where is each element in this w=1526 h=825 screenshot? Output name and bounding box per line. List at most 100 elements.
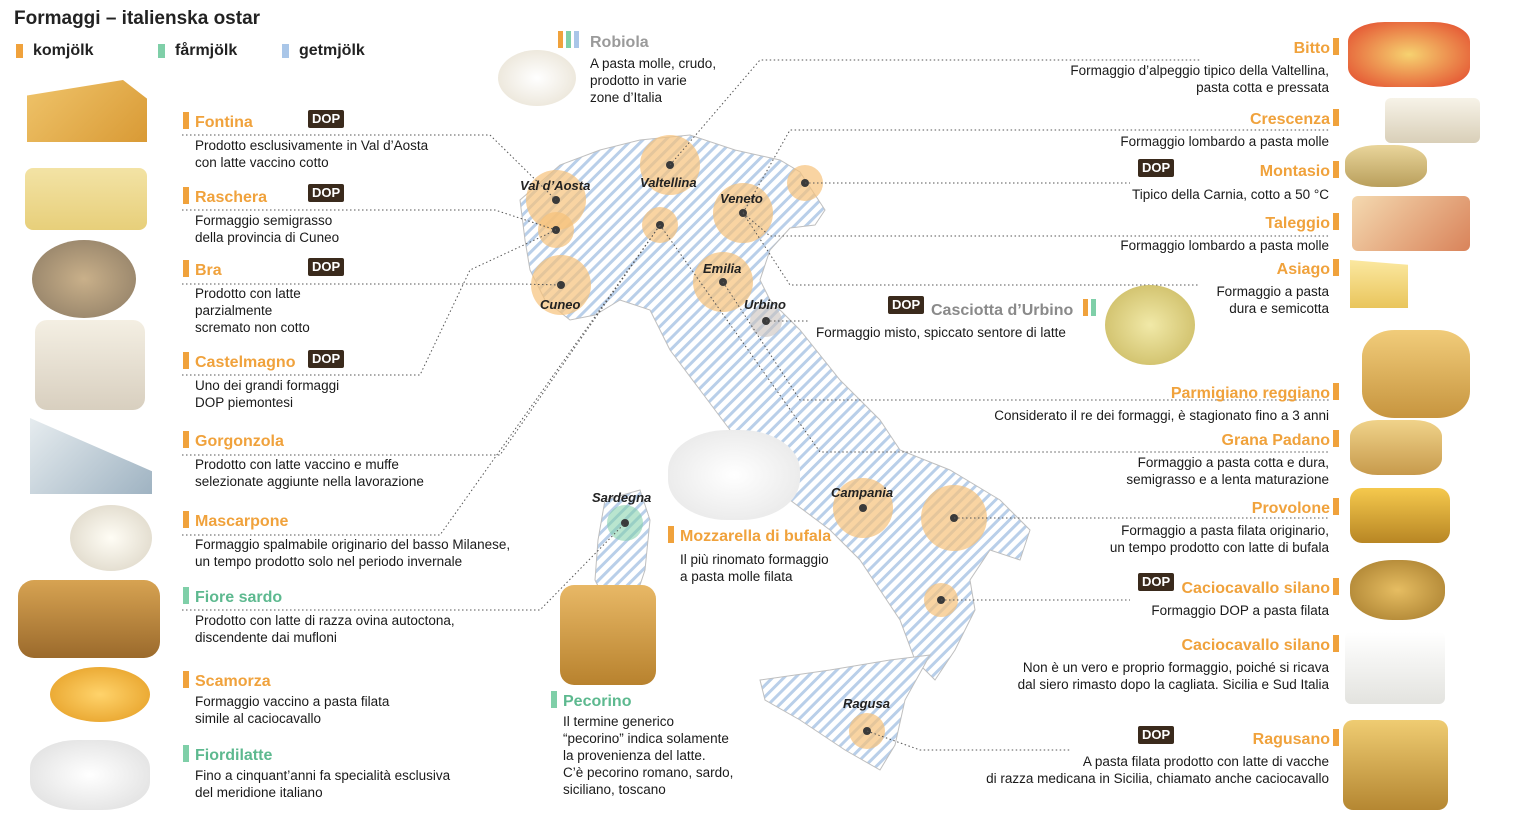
sicily bbox=[759, 654, 931, 771]
ricotta-image bbox=[1345, 632, 1445, 704]
dop-badge: DOP bbox=[308, 184, 345, 202]
sheep-milk-swatch bbox=[158, 44, 165, 58]
cheese-desc-mascarpone: Formaggio spalmabile originario del bass… bbox=[195, 537, 511, 569]
cheese-name-taleggio: Taleggio bbox=[1265, 215, 1330, 232]
mozzarella-image bbox=[668, 430, 800, 520]
cheese-name-fiore-sardo: Fiore sardo bbox=[195, 589, 283, 606]
sheep-milk-marker bbox=[183, 587, 189, 604]
raschera-image bbox=[25, 168, 147, 230]
region-label-valtellina: Valtellina bbox=[640, 175, 697, 190]
cheese-name-raschera: Raschera bbox=[195, 189, 268, 206]
cheese-name-gorgonzola: Gorgonzola bbox=[195, 433, 284, 450]
cow-milk-marker bbox=[183, 511, 189, 528]
cow-milk-marker bbox=[1333, 498, 1339, 515]
cheese-name-casciotta: Casciotta d’Urbino bbox=[931, 302, 1074, 319]
cow-milk-marker bbox=[558, 31, 563, 48]
cheese-name-fontina: Fontina bbox=[195, 114, 253, 131]
cheese-name-asiago: Asiago bbox=[1276, 261, 1330, 278]
cheese-desc-provolone: Formaggio a pasta filata originario,un t… bbox=[1109, 523, 1329, 555]
region-label-valdaosta: Val d’Aosta bbox=[520, 178, 591, 193]
cow-milk-swatch bbox=[16, 44, 23, 58]
region-label-urbino: Urbino bbox=[744, 297, 786, 312]
cheese-name-caciocavallo-2: Caciocavallo silano bbox=[1181, 637, 1330, 654]
asiago-image bbox=[1350, 260, 1408, 308]
cheese-name-bitto: Bitto bbox=[1293, 40, 1330, 57]
cow-milk-marker bbox=[1333, 635, 1339, 652]
cow-milk-marker bbox=[1333, 578, 1339, 595]
castelmagno-image bbox=[35, 320, 145, 410]
cheese-name-caciocavallo: Caciocavallo silano bbox=[1181, 580, 1330, 597]
page-title: Formaggi – italienska ostar bbox=[14, 8, 261, 29]
legend-label: komjölk bbox=[33, 42, 94, 59]
cow-milk-marker bbox=[183, 187, 189, 204]
cheese-name-mozzarella: Mozzarella di bufala bbox=[680, 528, 832, 545]
region-label-emilia: Emilia bbox=[703, 261, 742, 276]
cheese-name-parmigiano: Parmigiano reggiano bbox=[1170, 385, 1330, 402]
cheese-desc-parmigiano: Considerato il re dei formaggi, è stagio… bbox=[994, 408, 1329, 423]
sheep-milk-marker bbox=[551, 691, 557, 708]
sheep-milk-marker bbox=[566, 31, 571, 48]
cow-milk-marker bbox=[1333, 729, 1339, 746]
dop-badge: DOP bbox=[308, 258, 345, 276]
cheese-name-grana-padano: Grana Padano bbox=[1221, 432, 1330, 449]
cow-milk-marker bbox=[183, 112, 189, 129]
cow-milk-marker bbox=[1333, 38, 1339, 55]
montasio-image bbox=[1345, 145, 1427, 187]
legend-goat: getmjölk bbox=[282, 42, 365, 60]
cheese-name-crescenza: Crescenza bbox=[1249, 111, 1330, 128]
cow-milk-marker bbox=[183, 671, 189, 688]
cow-milk-marker bbox=[1333, 383, 1339, 400]
sheep-milk-marker bbox=[1091, 299, 1096, 316]
bra-image bbox=[32, 240, 136, 318]
cow-milk-marker bbox=[1333, 213, 1339, 230]
goat-milk-swatch bbox=[282, 44, 289, 58]
dop-badge: DOP bbox=[1138, 726, 1175, 744]
cheese-name-fiordilatte: Fiordilatte bbox=[195, 747, 273, 764]
fiore-sardo-image bbox=[18, 580, 160, 658]
cow-milk-marker bbox=[1333, 109, 1339, 126]
cheese-desc-ragusano: A pasta filata prodotto con latte di vac… bbox=[986, 754, 1329, 786]
cheese-name-scamorza: Scamorza bbox=[195, 673, 271, 690]
cheese-name-montasio: Montasio bbox=[1259, 163, 1330, 180]
region-label-cuneo: Cuneo bbox=[540, 297, 581, 312]
cheese-desc-crescenza: Formaggio lombardo a pasta molle bbox=[1120, 134, 1329, 149]
caciocavallo-image bbox=[1350, 560, 1445, 620]
cheese-desc-taleggio: Formaggio lombardo a pasta molle bbox=[1120, 238, 1329, 253]
cow-milk-marker bbox=[183, 352, 189, 369]
region-label-veneto: Veneto bbox=[720, 191, 763, 206]
cheese-desc-pecorino: Il termine generico“pecorino” indica sol… bbox=[563, 714, 734, 797]
fiordilatte-image bbox=[30, 740, 150, 810]
legend-sheep: fårmjölk bbox=[158, 42, 237, 60]
casciotta-image bbox=[1105, 285, 1195, 365]
dop-badge: DOP bbox=[308, 350, 345, 368]
cow-milk-marker bbox=[1333, 259, 1339, 276]
cheese-desc-caciocavallo: Formaggio DOP a pasta filata bbox=[1151, 603, 1329, 618]
pecorino-image bbox=[560, 585, 656, 685]
grana-padano-image bbox=[1350, 420, 1442, 475]
cow-milk-marker bbox=[1083, 299, 1088, 316]
cow-milk-marker bbox=[183, 431, 189, 448]
dop-badge: DOP bbox=[1138, 159, 1175, 177]
cheese-name-robiola: Robiola bbox=[590, 34, 649, 51]
cheese-desc-grana-padano: Formaggio a pasta cotta e dura,semigrass… bbox=[1126, 455, 1329, 487]
scamorza-image bbox=[50, 667, 150, 722]
cheese-name-bra: Bra bbox=[195, 262, 222, 279]
ragusano-image bbox=[1343, 720, 1448, 810]
dop-badge: DOP bbox=[888, 296, 925, 314]
provolone-image bbox=[1350, 488, 1450, 543]
legend-label: getmjölk bbox=[299, 42, 365, 59]
cow-milk-marker bbox=[1333, 430, 1339, 447]
mascarpone-image bbox=[70, 505, 152, 571]
cheese-desc-bitto: Formaggio d’alpeggio tipico della Valtel… bbox=[1070, 63, 1329, 95]
cheese-desc-fiordilatte: Fino a cinquant’anni fa specialità esclu… bbox=[195, 768, 451, 800]
bitto-image bbox=[1348, 22, 1470, 87]
region-label-campania: Campania bbox=[831, 485, 894, 500]
sheep-milk-marker bbox=[183, 745, 189, 762]
cow-milk-marker bbox=[668, 526, 674, 543]
